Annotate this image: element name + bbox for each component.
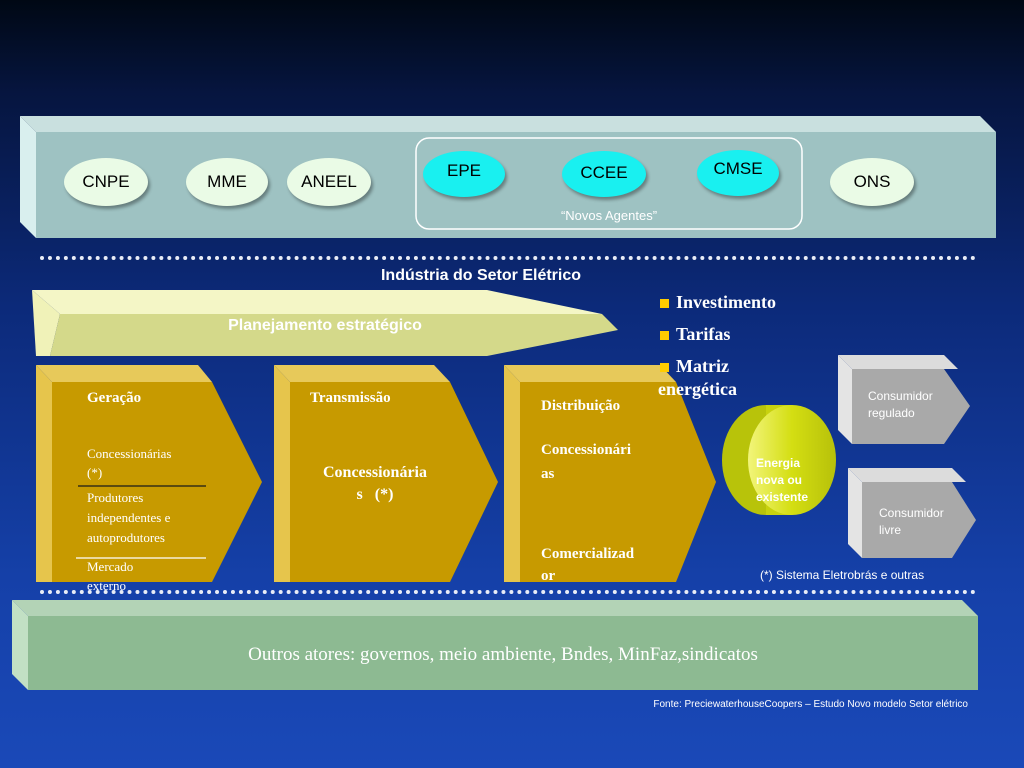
transmissao-title: Transmissão — [310, 390, 391, 406]
ons-label: ONS — [853, 172, 891, 191]
distribuicao-title: Distribuição — [541, 398, 621, 414]
energia-line: Energia — [756, 456, 801, 470]
geracao-item: independentes e — [87, 510, 171, 525]
consumidor-regulado-shape — [838, 355, 970, 444]
ccee-node: CCEE — [562, 151, 646, 197]
ons-node: ONS — [830, 158, 914, 206]
geracao-item: Produtores — [87, 490, 144, 505]
bullet-marker — [660, 299, 669, 308]
geracao-item: autoprodutores — [87, 530, 165, 545]
bullet-item: Matriz — [660, 354, 776, 378]
geracao-item: Concessionárias — [87, 446, 172, 461]
distribuicao-comercializador: Comercializad or — [541, 543, 634, 587]
bottom-panel — [12, 600, 978, 690]
consumidor-livre-shape — [848, 468, 976, 558]
industry-title: Indústria do Setor Elétrico — [380, 267, 582, 284]
consumidor-line: Consumidor — [868, 389, 933, 403]
cnpe-label: CNPE — [82, 172, 130, 191]
mme-label: MME — [207, 172, 247, 191]
geracao-item: (*) — [87, 465, 103, 480]
aneel-label: ANEEL — [301, 172, 357, 191]
ccee-label: CCEE — [580, 163, 628, 182]
epe-node: EPE — [423, 151, 505, 197]
novos-agentes-box — [415, 137, 803, 230]
energia-line: nova ou — [756, 473, 803, 487]
bullet-item: Investimento — [660, 286, 776, 318]
segment-distribuicao-shape — [504, 365, 716, 582]
geracao-title: Geração — [87, 390, 142, 406]
consumidor-regulado-label: Consumidor regulado — [868, 388, 933, 422]
consumidor-line: livre — [879, 523, 902, 537]
transmissao-line: s (*) — [356, 486, 394, 503]
bullet-investimento: Investimento — [676, 292, 776, 312]
cmse-node: CMSE — [697, 150, 779, 196]
energia-line: existente — [756, 490, 809, 504]
bullet-energetica: energética — [658, 379, 737, 399]
epe-label: EPE — [446, 161, 482, 180]
dotted-divider-top — [40, 256, 976, 260]
distribuicao-line: Comercializad — [541, 546, 635, 562]
outros-atores-label: Outros atores: governos, meio ambiente, … — [248, 644, 758, 665]
segment-geracao-shape — [36, 365, 262, 582]
segment-transmissao-shape — [274, 365, 498, 582]
geracao-item: externo — [87, 578, 126, 593]
mme-node: MME — [186, 158, 268, 206]
distribuicao-concessionarias: Concessionári as — [541, 438, 631, 486]
transmissao-body: Concessionária s (*) — [300, 462, 450, 506]
distribuicao-line: Concessionári — [541, 442, 631, 458]
energia-cylinder — [722, 405, 836, 515]
bullet-tarifas: Tarifas — [676, 324, 731, 344]
eletrobras-note: (*) Sistema Eletrobrás e outras — [760, 568, 925, 582]
dotted-divider-bottom — [40, 590, 976, 594]
distribuicao-line: as — [541, 466, 555, 482]
planning-arrow — [32, 290, 618, 356]
aneel-node: ANEEL — [287, 158, 371, 206]
geracao-item: Mercado — [87, 559, 134, 574]
source-citation: Fonte: PreciewaterhouseCoopers – Estudo … — [653, 699, 968, 710]
distribuicao-line: or — [541, 568, 556, 584]
cmse-label: CMSE — [713, 159, 763, 178]
geracao-items: Concessionárias (*) Produtores independe… — [87, 444, 171, 595]
planning-label: Planejamento estratégico — [228, 317, 422, 334]
bullet-marker — [660, 363, 669, 372]
consumidor-livre-label: Consumidor livre — [879, 505, 944, 539]
consumidor-line: regulado — [868, 406, 915, 420]
bullet-item-continued: energética — [658, 378, 776, 400]
bullet-item: Tarifas — [660, 318, 776, 350]
energia-label: Energia nova ou existente — [756, 455, 808, 506]
bullet-marker — [660, 331, 669, 340]
novos-agentes-label: “Novos Agentes” — [560, 208, 658, 223]
bullet-matriz: Matriz — [676, 356, 729, 376]
cnpe-node: CNPE — [64, 158, 148, 206]
transmissao-line: Concessionária — [323, 464, 427, 481]
consumidor-line: Consumidor — [879, 506, 944, 520]
bullet-list: Investimento Tarifas Matriz energética — [658, 286, 776, 400]
